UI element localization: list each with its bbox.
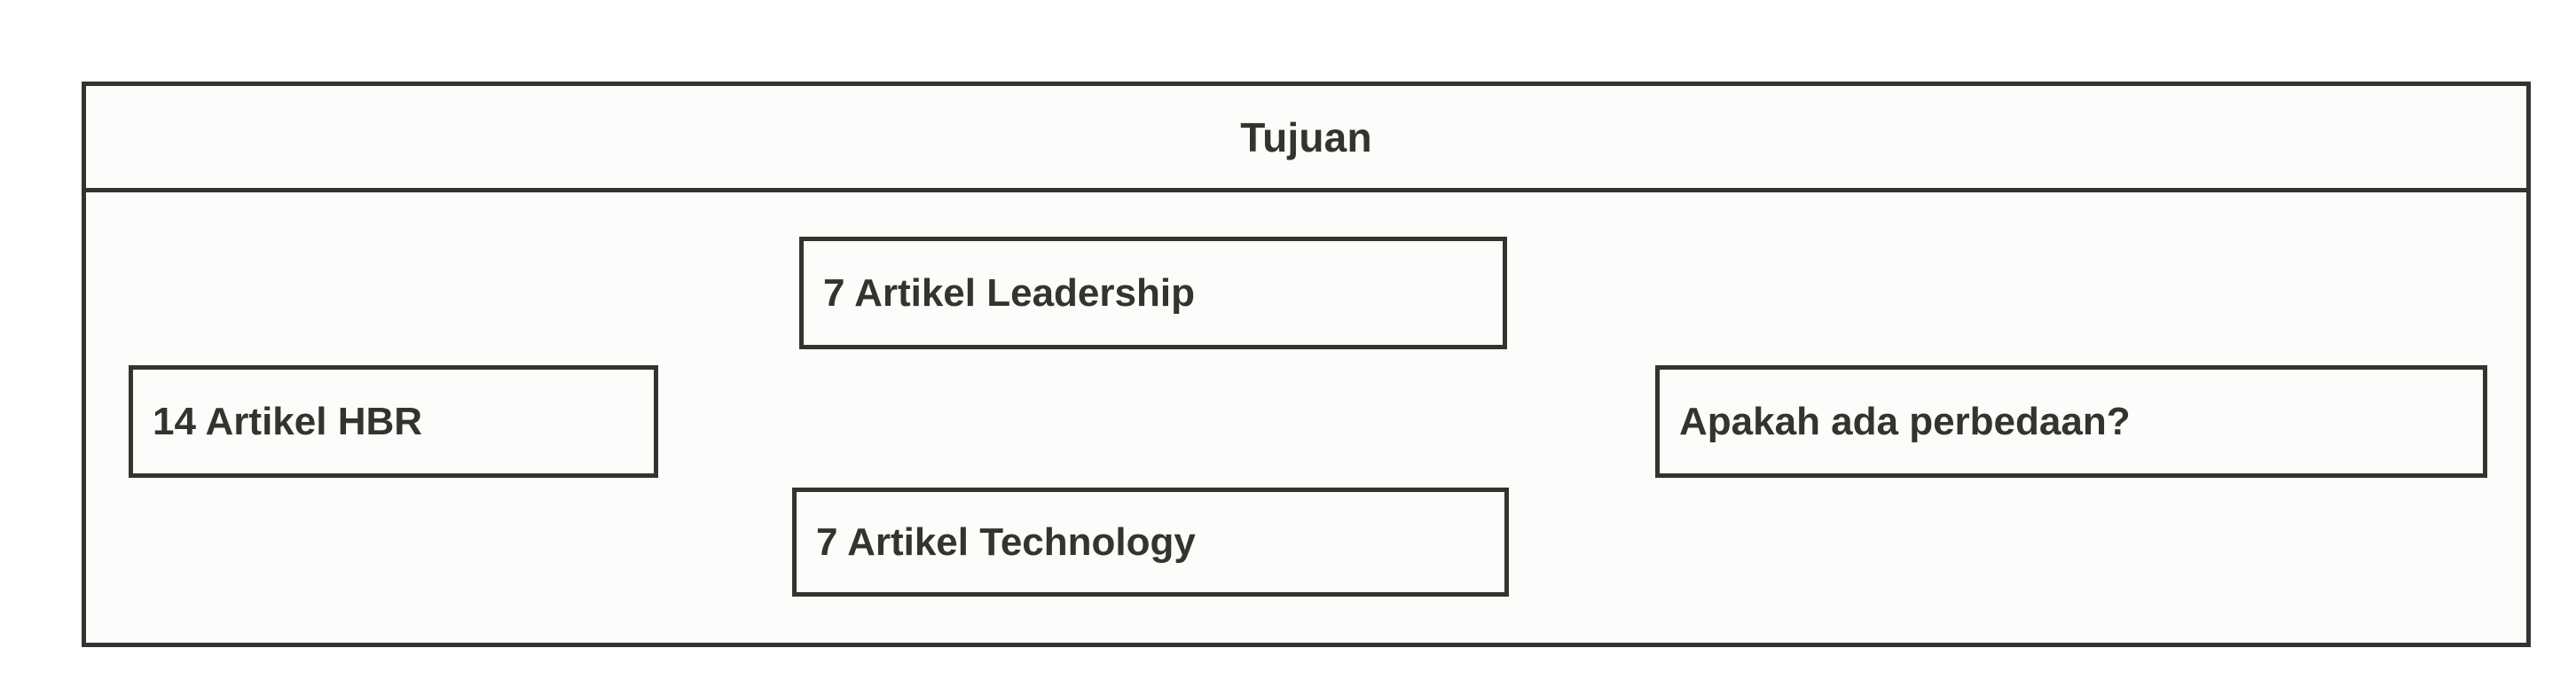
node-14-artikel-hbr[interactable]: 14 Artikel HBR bbox=[129, 365, 658, 478]
node-label: 7 Artikel Leadership bbox=[823, 270, 1195, 315]
node-7-artikel-technology[interactable]: 7 Artikel Technology bbox=[792, 488, 1509, 597]
frame-header: Tujuan bbox=[86, 86, 2526, 192]
node-apakah-ada-perbedaan[interactable]: Apakah ada perbedaan? bbox=[1655, 365, 2487, 478]
node-label: 14 Artikel HBR bbox=[153, 399, 423, 443]
node-label: 7 Artikel Technology bbox=[816, 519, 1196, 564]
page-title: Tujuan bbox=[1240, 113, 1372, 160]
node-label: Apakah ada perbedaan? bbox=[1679, 399, 2131, 443]
node-7-artikel-leadership[interactable]: 7 Artikel Leadership bbox=[799, 237, 1507, 349]
